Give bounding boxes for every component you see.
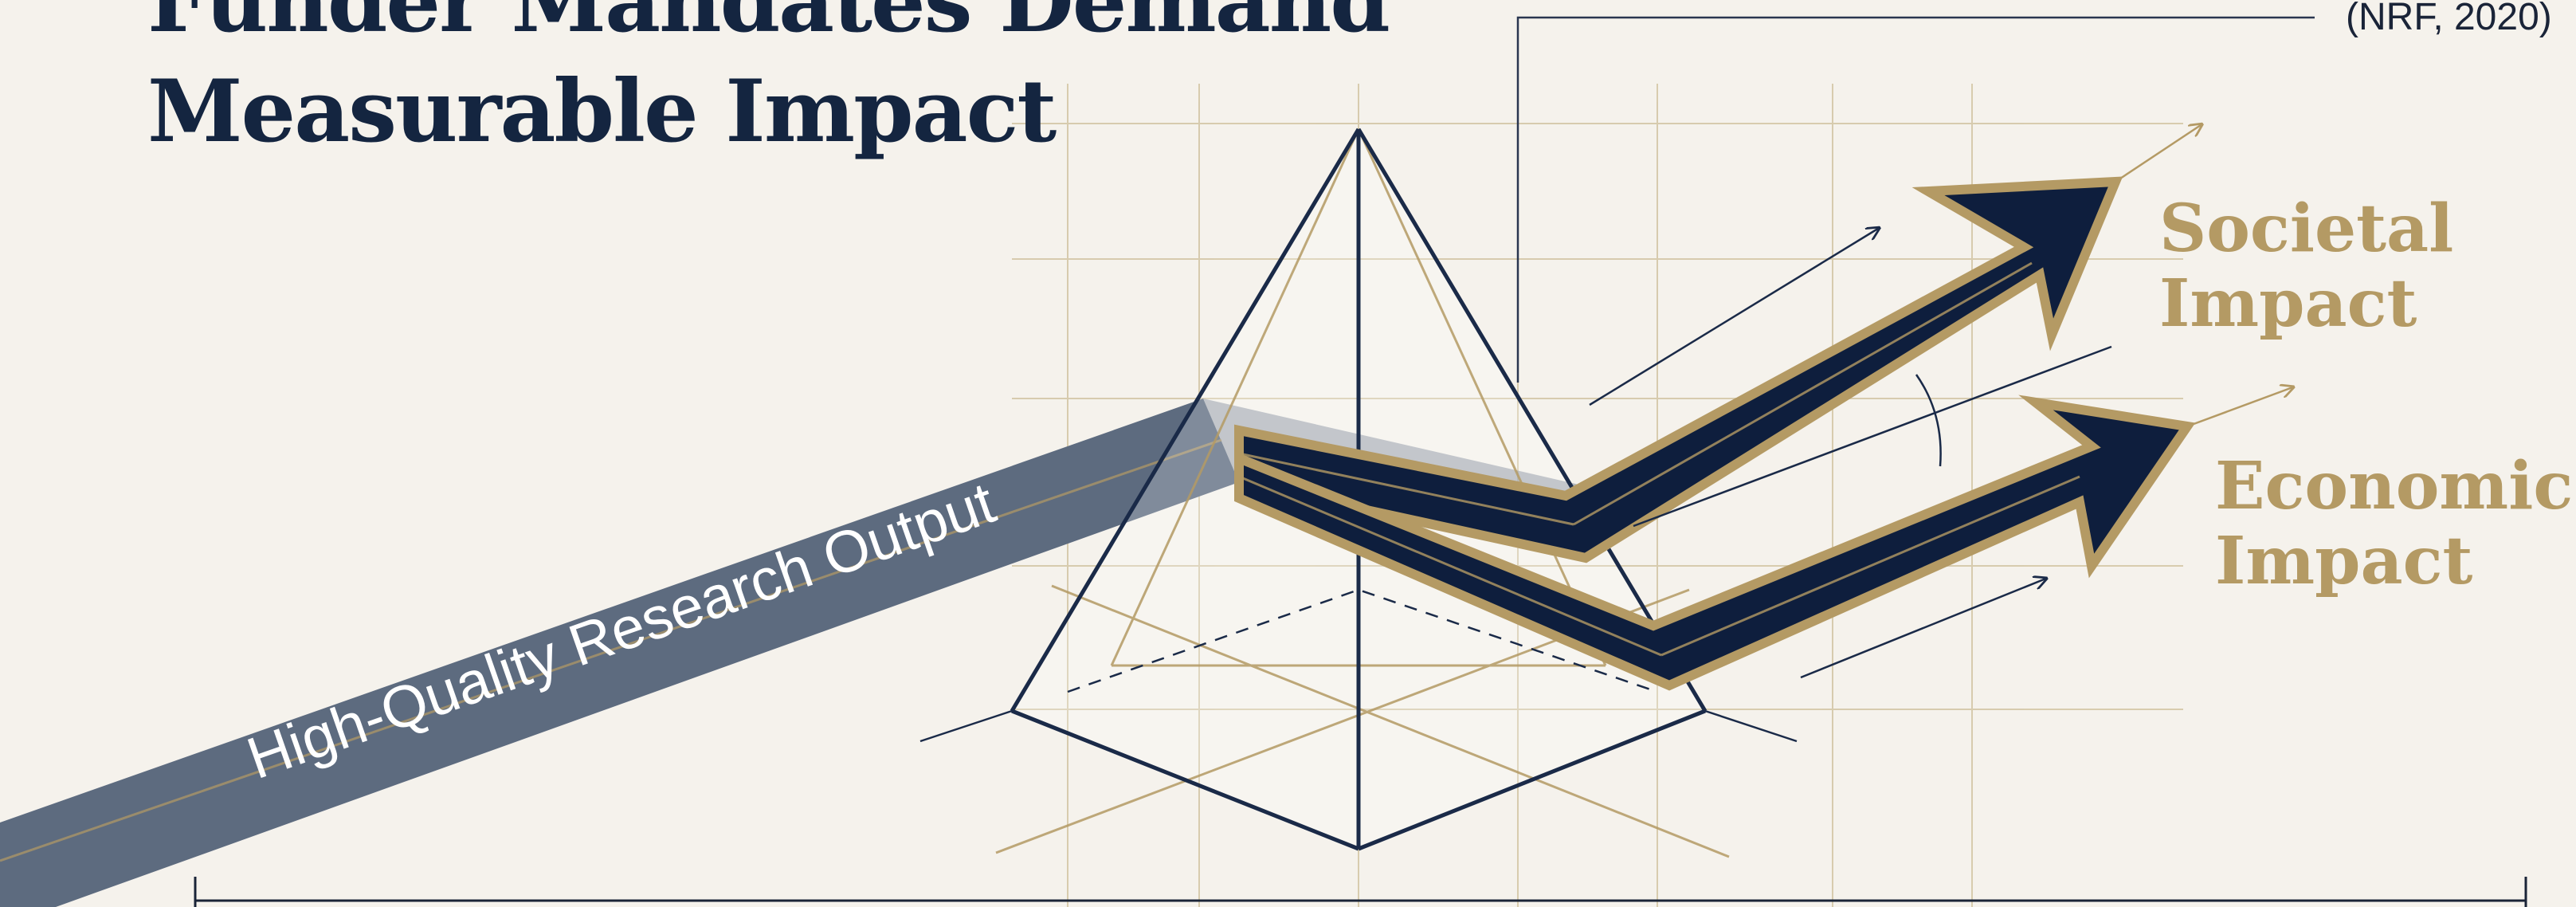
bottom-baseline [194,877,2527,907]
page-title-line-1: Funder Mandates Demand [147,0,1390,52]
citation-label: (NRF, 2020) [2346,0,2552,38]
societal-impact-label: Societal Impact [2159,191,2453,341]
citation-connector [1516,16,2315,383]
guide-arrows [1589,124,2295,679]
output-arrows [1234,176,2196,691]
input-band-label: High-Quality Research Output [239,469,1003,791]
economic-impact-line-2: Impact [2215,523,2473,599]
societal-impact-line-1: Societal [2159,190,2454,267]
societal-impact-line-2: Impact [2159,265,2417,342]
economic-impact-label: Economic Impact [2215,449,2573,599]
economic-impact-line-1: Economic [2215,448,2574,524]
page-title-line-2: Measurable Impact [147,61,1057,162]
